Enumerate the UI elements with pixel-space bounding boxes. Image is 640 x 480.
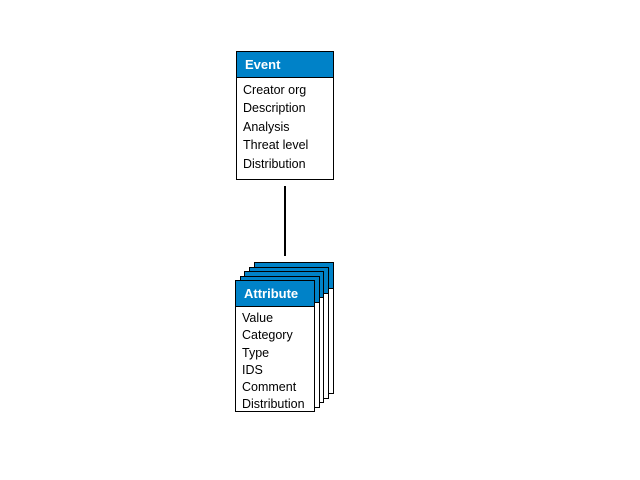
field-row: Threat level bbox=[243, 138, 309, 153]
field-row: Category bbox=[242, 328, 293, 343]
node-attribute-header: Attribute bbox=[236, 281, 314, 307]
field-row: Value bbox=[242, 311, 274, 325]
field-row: IDS bbox=[242, 362, 263, 377]
field-row: Analysis bbox=[243, 119, 290, 134]
event-attribute-connector bbox=[284, 186, 286, 256]
field-row: Description bbox=[243, 101, 306, 116]
field-row: Distribution bbox=[242, 397, 305, 412]
node-event-header: Event bbox=[237, 52, 333, 78]
field-row: Creator org bbox=[243, 83, 307, 97]
field-row: Distribution bbox=[243, 156, 306, 171]
field-row: Type bbox=[242, 345, 270, 360]
node-event-title: Event bbox=[245, 57, 281, 72]
node-attribute-title: Attribute bbox=[244, 286, 299, 301]
field-row: Comment bbox=[242, 380, 297, 395]
